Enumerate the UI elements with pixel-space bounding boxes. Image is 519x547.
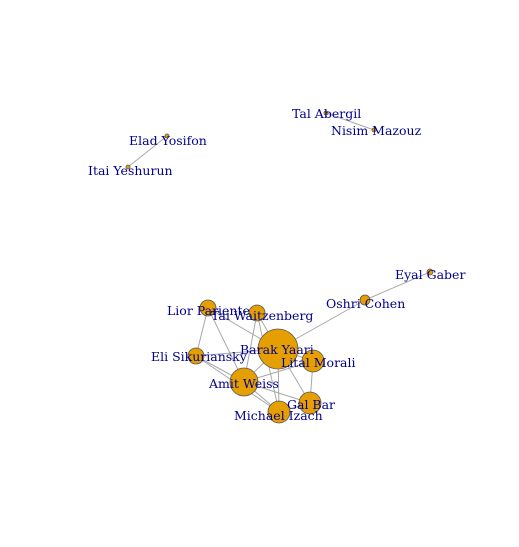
- node-label-lital: Lital Morali: [281, 355, 356, 370]
- edge-elad-itai: [127, 135, 168, 168]
- node-taiw: [248, 304, 266, 322]
- node-label-gal: Gal Bar: [287, 397, 335, 412]
- node-eli: [187, 347, 205, 365]
- node-label-amit: Amit Weiss: [208, 376, 279, 391]
- node-gal: [298, 391, 322, 415]
- node-elad: [164, 133, 170, 139]
- edge-tal-nisim: [325, 112, 375, 131]
- edge-eyal-oshri: [364, 271, 431, 301]
- node-oshri: [359, 294, 371, 306]
- node-label-eli: Eli Sikuriansky: [151, 349, 248, 364]
- node-amit: [229, 367, 259, 397]
- node-label-michael: Michael Izach: [234, 408, 323, 423]
- node-label-elad: Elad Yosifon: [129, 133, 207, 148]
- node-label-tal: Tal Abergil: [292, 106, 361, 121]
- node-nisim: [371, 127, 377, 133]
- node-label-lior: Lior Pariente: [167, 303, 250, 318]
- node-label-taiw: Tai Waitzenberg: [211, 308, 313, 323]
- node-label-oshri: Oshri Cohen: [326, 296, 405, 311]
- node-label-itai: Itai Yeshurun: [88, 163, 173, 178]
- node-label-barak: Barak Yaari: [240, 342, 314, 357]
- node-lital: [301, 349, 325, 373]
- node-tal: [323, 110, 329, 116]
- node-michael: [267, 400, 291, 424]
- node-eyal: [426, 268, 434, 276]
- node-label-eyal: Eyal Gaber: [395, 267, 465, 282]
- node-itai: [125, 164, 131, 170]
- node-layer: [125, 110, 434, 424]
- node-lior: [199, 299, 217, 317]
- node-label-nisim: Nisim Mazouz: [331, 123, 422, 138]
- node-barak: [257, 328, 299, 370]
